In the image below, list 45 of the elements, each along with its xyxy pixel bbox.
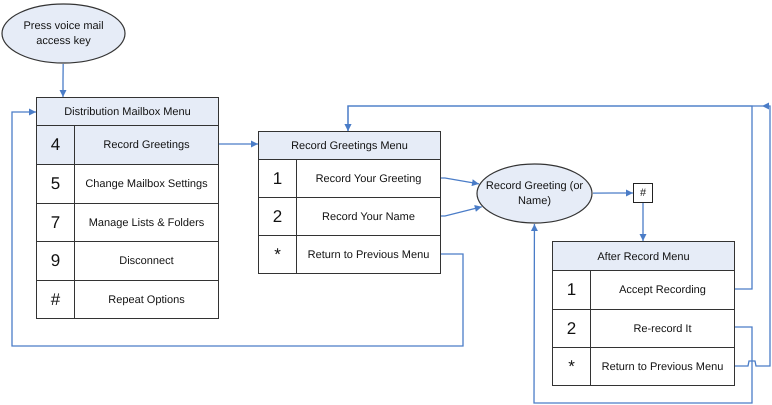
option-label: Record Your Greeting: [314, 172, 422, 186]
step-label: Record Greeting (or Name): [484, 178, 584, 208]
option-label: Disconnect: [118, 254, 175, 269]
arrow: [593, 190, 633, 196]
arrow: [640, 203, 646, 241]
step-ellipse: [476, 163, 593, 224]
option-label: Change Mailbox Settings: [84, 177, 209, 192]
menu-table: [258, 131, 441, 274]
menu-row: [37, 125, 218, 164]
menu-row: [259, 235, 440, 273]
option-key: *: [259, 236, 297, 273]
option-label: Return to Previous Menu: [306, 248, 430, 262]
arrow: [344, 105, 771, 367]
option-label: Return to Previous Menu: [600, 360, 724, 374]
option-label: Manage Lists & Folders: [88, 216, 206, 230]
option-label: Record Your Name: [321, 210, 416, 224]
menu-row: [37, 280, 218, 318]
menu-row: [553, 309, 734, 347]
option-label: Record Greetings: [102, 138, 191, 153]
menu-title: After Record Menu: [553, 242, 734, 272]
key-box: #: [633, 183, 653, 203]
menu-title: Record Greetings Menu: [259, 132, 440, 161]
arrow: [440, 205, 482, 217]
menu-row: [553, 347, 734, 385]
step-label: Press voice mail access key: [22, 18, 105, 48]
menu-row: [259, 197, 440, 235]
menu-table: [552, 241, 735, 386]
arrow: [440, 177, 480, 186]
menu-title: Distribution Mailbox Menu: [37, 98, 218, 127]
arrow: [530, 224, 753, 404]
arrow: [60, 64, 66, 97]
menu-row: [259, 159, 440, 197]
option-key: #: [37, 281, 75, 318]
option-key: *: [553, 348, 591, 385]
arrow: [218, 140, 258, 148]
step-ellipse: [1, 3, 126, 64]
option-label: Repeat Options: [107, 292, 186, 308]
option-label: Re-record It: [632, 322, 693, 336]
arrow: [11, 108, 464, 347]
menu-table: [36, 97, 219, 319]
menu-row: [37, 241, 218, 280]
option-label: Accept Recording: [618, 283, 707, 298]
menu-row: [37, 203, 218, 241]
menu-row: [553, 270, 734, 309]
menu-row: [37, 164, 218, 203]
